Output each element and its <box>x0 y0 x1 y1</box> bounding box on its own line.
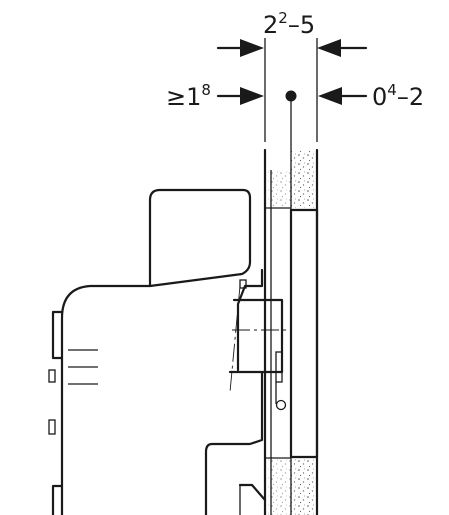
dimension-left-arrow-head <box>240 87 264 105</box>
dimension-left-label: ≥18 <box>166 81 211 111</box>
reference-point-dot <box>285 90 297 102</box>
cistern-housing-upper <box>60 188 252 515</box>
dimension-top-label: 22–5 <box>263 9 315 39</box>
board-layer-bottom <box>291 458 317 515</box>
installation-frame <box>48 188 290 515</box>
left-bracket-bottom <box>51 484 64 515</box>
board-layer-top <box>291 150 317 208</box>
dimension-right-label: 04–2 <box>372 81 424 111</box>
dimension-top-arrow-left-head <box>240 39 264 57</box>
dimension-top-arrow-right-head <box>317 39 341 57</box>
cistern-housing-lower <box>204 370 264 515</box>
dimension-right-arrow-head <box>318 87 342 105</box>
cistern-connector <box>236 268 264 372</box>
left-bracket-top <box>51 310 64 360</box>
dimension-left: ≥18 <box>166 81 264 111</box>
hatched-wall-block <box>289 208 319 459</box>
flush-pipe <box>228 298 284 374</box>
extension-lines <box>264 38 318 150</box>
wall-section <box>263 148 319 515</box>
dimension-top: 22–5 <box>216 9 368 57</box>
dimension-right: 04–2 <box>318 81 424 111</box>
fixing-screw-icon <box>275 399 287 411</box>
